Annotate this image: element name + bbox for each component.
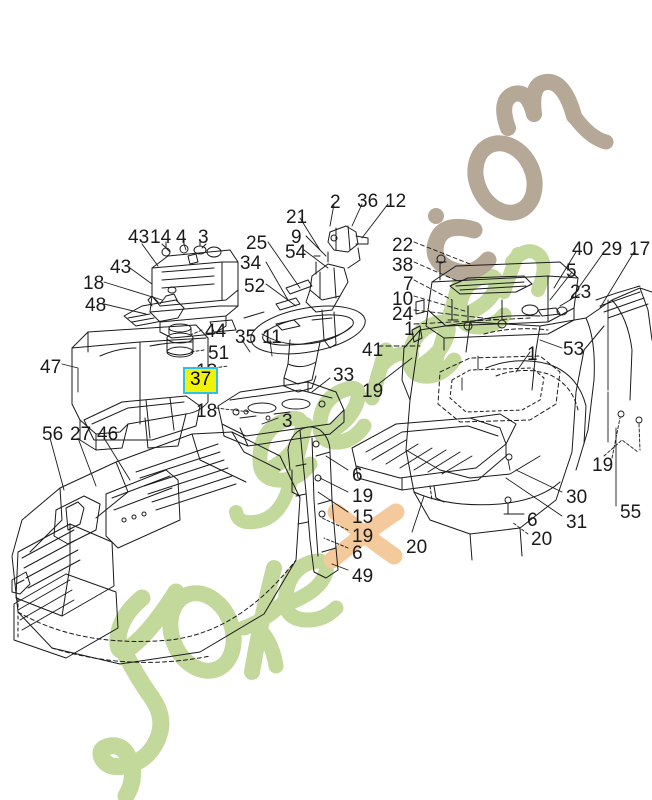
hood-part [11, 431, 301, 665]
steering-column-part [243, 279, 313, 319]
callout-number: 12 [385, 191, 407, 212]
callout-number: 36 [357, 191, 379, 212]
callout-number: 9 [291, 227, 302, 248]
callout-number: 38 [392, 255, 414, 276]
callout-number: 25 [246, 233, 268, 254]
callout-number: 18 [196, 401, 218, 422]
callout-number: 15 [352, 507, 374, 528]
callout-number-highlighted: 37 [183, 367, 219, 394]
callout-number: 56 [42, 424, 64, 445]
callout-number: 3 [282, 411, 293, 432]
callout-number: 47 [40, 357, 62, 378]
callout-number: 17 [629, 239, 651, 260]
callout-number: 43 [110, 257, 132, 278]
callout-number: 30 [566, 487, 588, 508]
callout-number: 44 [205, 321, 227, 342]
callout-number: 33 [333, 365, 355, 386]
callout-number: 19 [592, 455, 614, 476]
footrest-part [351, 413, 517, 515]
callout-number: 1 [404, 319, 415, 340]
callout-number: 40 [572, 239, 594, 260]
bracket-48-part [123, 286, 185, 327]
callout-number: 27 [70, 424, 92, 445]
callout-number: 20 [406, 537, 428, 558]
callout-number: 19 [362, 381, 384, 402]
callout-number: 52 [244, 276, 266, 297]
callout-number: 6 [352, 543, 363, 564]
callout-number: 43 [128, 227, 150, 248]
throttle-assembly-part [305, 225, 369, 349]
callout-number: 19 [352, 526, 374, 547]
callout-number: 4 [176, 227, 187, 248]
callout-number: 24 [392, 304, 414, 325]
callout-number: 19 [352, 486, 374, 507]
callout-number: 2 [330, 192, 341, 213]
fuel-tank-part [71, 323, 209, 451]
callout-number: 18 [83, 273, 105, 294]
callout-number: 21 [286, 207, 308, 228]
callout-number: 54 [285, 242, 307, 263]
callout-number: 31 [566, 512, 588, 533]
callout-number: 51 [208, 343, 230, 364]
callout-number: 29 [601, 239, 623, 260]
footplate-part [217, 381, 345, 447]
callout-number: 1 [527, 344, 538, 365]
hood-liner-part [83, 395, 201, 441]
steering-wheel-part [250, 305, 366, 393]
callout-number: 11 [262, 327, 282, 348]
callout-number: 3 [198, 227, 209, 248]
callout-number: 46 [97, 424, 119, 445]
callout-number: 53 [563, 339, 585, 360]
rear-body-part [401, 285, 652, 561]
callout-number: 34 [240, 253, 262, 274]
callout-number: 7 [403, 274, 414, 295]
fastener-details [243, 355, 513, 471]
callout-number: 5 [566, 261, 577, 282]
callout-number: 41 [362, 340, 384, 361]
callout-number: 6 [352, 465, 363, 486]
callout-number: 48 [85, 295, 107, 316]
callout-number: 10 [392, 289, 414, 310]
callout-number: 35 [235, 327, 257, 348]
callout-number: 14 [150, 227, 172, 248]
callout-number: 6 [527, 510, 538, 531]
callout-number: 23 [570, 282, 592, 303]
leader-lines [49, 203, 643, 571]
callout-number: 20 [531, 529, 553, 550]
pedal-support-part [287, 426, 339, 579]
callout-number: 22 [392, 235, 414, 256]
dash-panel-part [149, 237, 239, 339]
callout-number: 55 [620, 502, 642, 523]
callout-number: 49 [352, 566, 374, 587]
watermark-script [92, 73, 614, 800]
